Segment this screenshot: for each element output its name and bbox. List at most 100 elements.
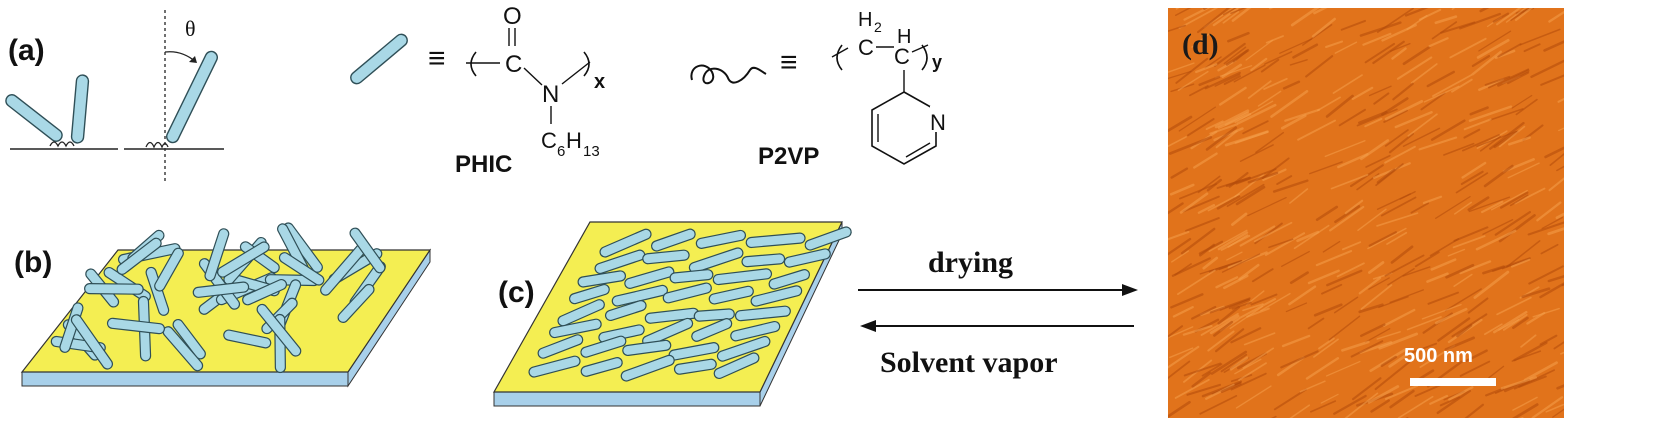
p2vp-subscript-y: y [932, 52, 942, 72]
pyridine-double-2 [906, 143, 930, 157]
pyridine-ring [872, 92, 936, 164]
phic-oxygen: O [503, 3, 522, 30]
panel-a: (a) θ [4, 10, 224, 182]
afm-fibril [1571, 146, 1605, 158]
afm-fibril [1204, 0, 1223, 7]
afm-fibril [1573, 73, 1608, 91]
phic-side-chain-h-sub: 13 [583, 143, 600, 160]
process-arrows: drying Solvent vapor [858, 246, 1138, 379]
solvent-arrow-head [860, 320, 876, 332]
afm-fibril [1559, 114, 1596, 131]
rod-tilted [165, 49, 220, 144]
afm-fibril [1216, 0, 1251, 5]
afm-fibril [1569, 270, 1600, 291]
afm-fibril [1273, 0, 1290, 1]
scale-bar-label: 500 nm [1404, 345, 1473, 367]
afm-fibril [1204, 0, 1239, 9]
afm-fibril [1227, 0, 1264, 7]
afm-fibril [1565, 142, 1580, 154]
rod-lying [4, 92, 65, 143]
afm-fibril [1452, 0, 1484, 9]
afm-fibril [1223, 0, 1249, 2]
afm-fibril [1235, 0, 1250, 1]
panel-c-label: (c) [498, 276, 535, 309]
p2vp-name: P2VP [758, 143, 819, 170]
legend-phic: ≡ C O N x C 6 H 13 PHIC [348, 3, 605, 178]
phic-carbon: C [505, 51, 522, 78]
afm-fibril [1567, 371, 1585, 384]
phic-bond-cn [524, 68, 542, 85]
afm-fibril [1575, 304, 1613, 321]
p2vp-h2-sub: 2 [874, 19, 882, 35]
panel-d: (d) 500 nm [1160, 0, 1615, 427]
p2vp-c1: C [858, 35, 874, 60]
afm-fibril [1573, 28, 1602, 44]
afm-fibril [1213, 0, 1248, 5]
coil-left [50, 142, 74, 146]
equiv-sign-phic: ≡ [428, 42, 446, 75]
drying-label: drying [928, 246, 1013, 279]
afm-fibril [1567, 23, 1586, 38]
phic-nitrogen: N [542, 81, 559, 108]
phic-name: PHIC [455, 151, 512, 178]
rod-upright [71, 75, 89, 144]
phic-side-chain-h: H [566, 128, 582, 153]
afm-fibril [1363, 0, 1382, 4]
theta-symbol: θ [185, 16, 196, 41]
afm-fibril [1566, 302, 1603, 325]
afm-fibril [1579, 144, 1616, 158]
afm-fibril [1177, 0, 1193, 9]
afm-fibril [1574, 267, 1605, 280]
panel-a-label: (a) [8, 34, 45, 67]
afm-fibril [1575, 0, 1596, 4]
afm-fibril [1374, 420, 1397, 427]
afm-fibril [1567, 49, 1593, 67]
afm-fibril [1579, 81, 1603, 95]
afm-fibril [1565, 94, 1605, 107]
p2vp-c2: C [894, 44, 910, 69]
afm-fibril [1567, 362, 1582, 368]
afm-fibril [1577, 389, 1604, 402]
substrate-b-side-front [22, 372, 348, 386]
substrate-c-side-front [494, 392, 760, 406]
phic-subscript-x: x [594, 71, 605, 93]
panel-d-label: (d) [1182, 28, 1219, 61]
coil-legend [691, 66, 766, 84]
pyridine-nitrogen: N [930, 110, 946, 135]
phic-side-chain-c-sub: 6 [557, 143, 565, 160]
afm-fibril [1559, 0, 1580, 1]
afm-fibril [1577, 216, 1604, 227]
phic-bracket-left [471, 52, 476, 76]
afm-fibril [1506, 418, 1522, 423]
drying-arrow-head [1122, 284, 1138, 296]
afm-fibril [1254, 417, 1276, 427]
afm-fibril [1563, 274, 1590, 285]
p2vp-bracket-right [922, 45, 927, 70]
afm-fibril [1299, 0, 1331, 2]
afm-fibril [1578, 0, 1612, 13]
legend-p2vp: ≡ H 2 C H C y N P2VP [691, 9, 948, 170]
p2vp-bracket-left [837, 45, 842, 70]
afm-fibril [1571, 211, 1588, 222]
afm-fibril [1481, 0, 1517, 3]
afm-image-background [1168, 8, 1564, 418]
phic-side-chain-c: C [541, 128, 557, 153]
p2vp-h2: H [858, 9, 872, 31]
rod-legend [348, 32, 409, 86]
equiv-sign-p2vp: ≡ [780, 46, 798, 79]
afm-fibril [1575, 386, 1614, 406]
rod [85, 284, 144, 295]
phic-side-chain: C 6 H 13 [541, 128, 600, 160]
afm-fibril [1566, 320, 1601, 343]
afm-fibril [1270, 0, 1306, 8]
panel-c: (c) [494, 222, 853, 406]
afm-fibril [1569, 64, 1584, 76]
afm-fibril [1568, 12, 1599, 36]
afm-fibril [1575, 286, 1605, 304]
afm-fibril [1382, 418, 1408, 427]
panel-b-label: (b) [14, 246, 52, 279]
solvent-vapor-label: Solvent vapor [880, 346, 1058, 379]
panel-b: (b) [14, 221, 430, 386]
afm-fibril [1572, 193, 1588, 199]
